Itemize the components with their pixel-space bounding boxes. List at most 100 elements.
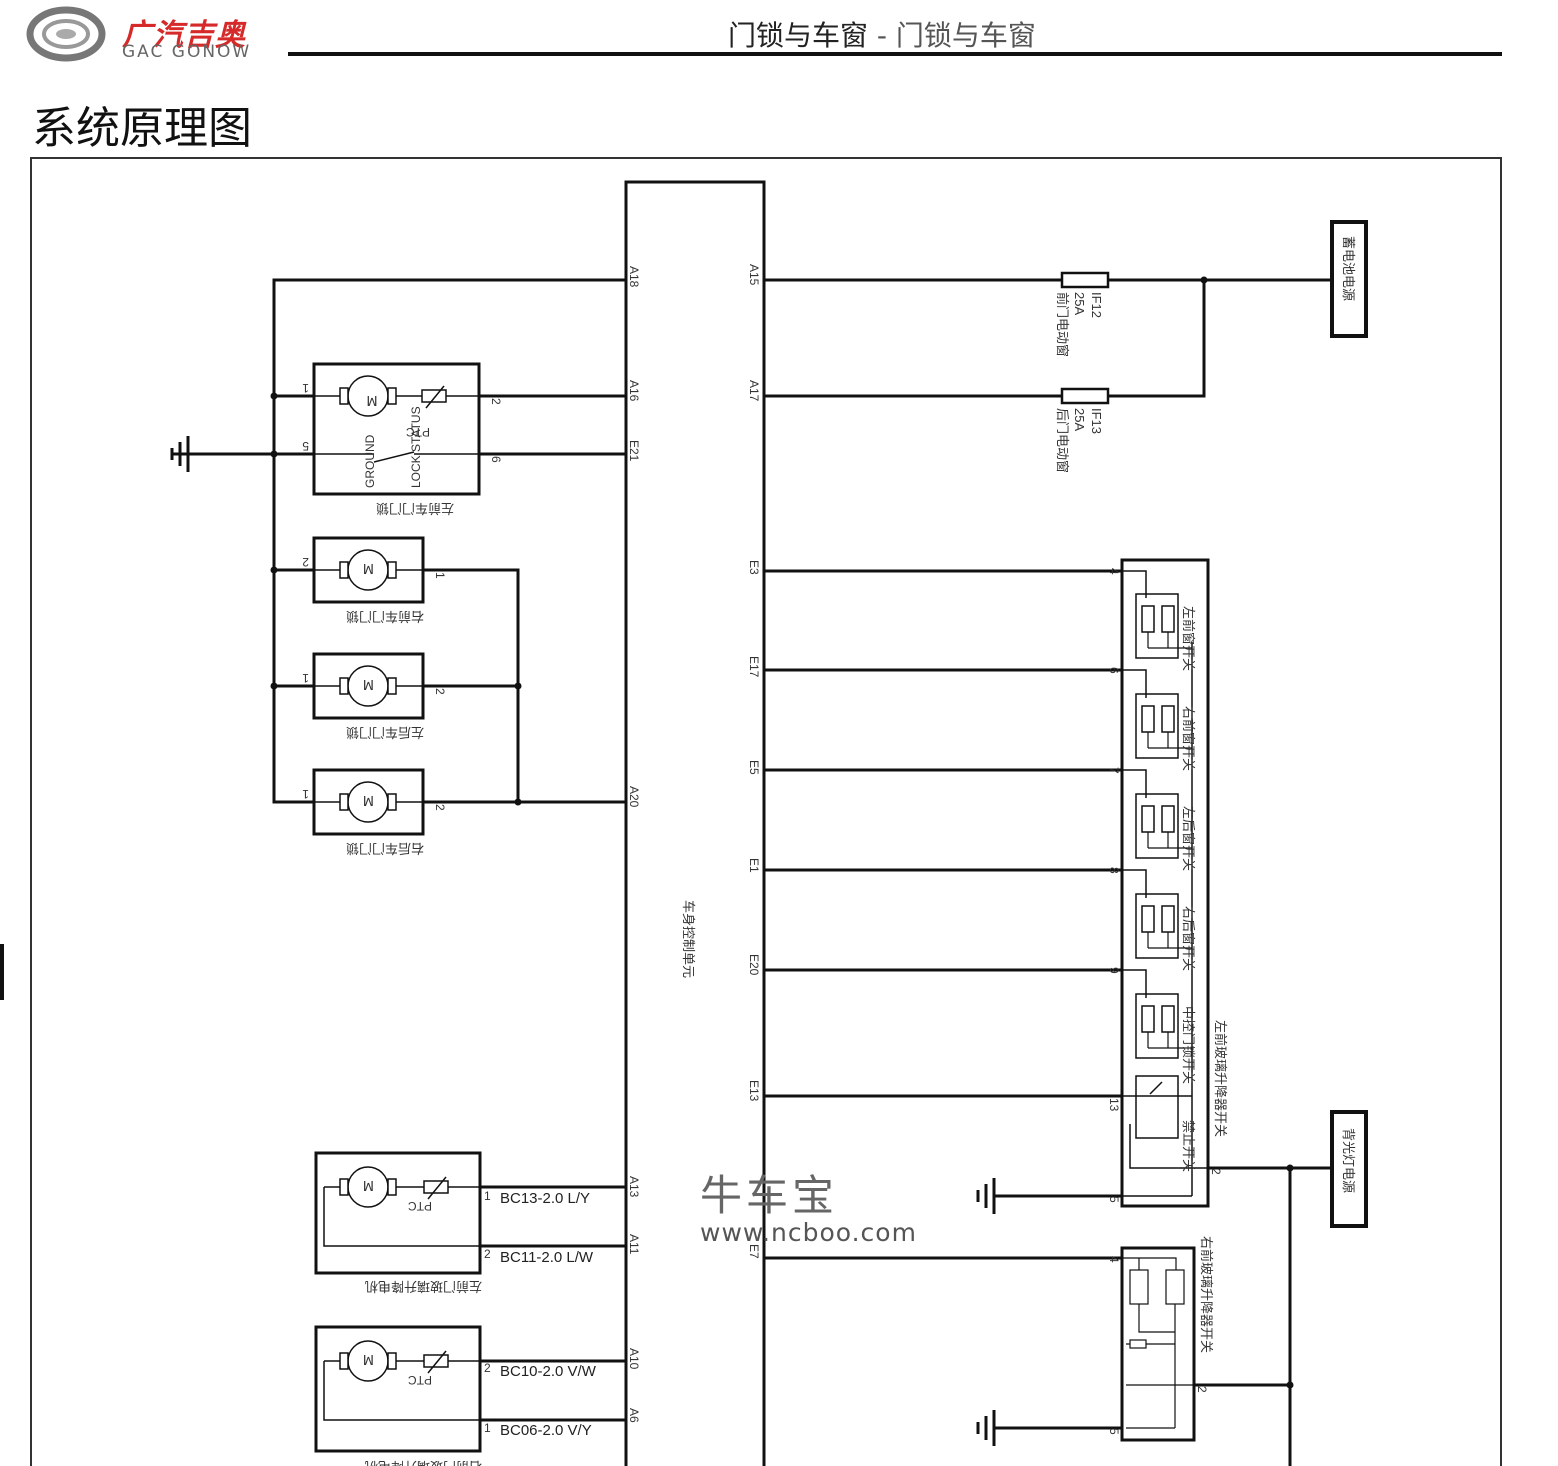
- right-window-switch: 4 2 5 右前玻璃升降器开关: [764, 1236, 1214, 1448]
- fuse-if13: IF13 25A 后门电动窗: [1054, 387, 1110, 473]
- watermark-url: www.ncboo.com: [700, 1218, 917, 1247]
- fuse-id: IF13: [1089, 408, 1104, 434]
- ground-icon: [976, 1176, 996, 1216]
- disable-switch-icon: [1135, 1075, 1179, 1139]
- component-label: 左前玻璃升降器开关: [1212, 1020, 1228, 1137]
- component-label: 左前门玻璃升降电机: [365, 1278, 482, 1294]
- ptc-label: PTC: [408, 1373, 432, 1387]
- brand-name-en: GAC GONOW: [122, 42, 252, 62]
- page-title: 系统原理图: [32, 103, 252, 154]
- bcm-pin-e5: E5: [747, 760, 761, 775]
- page-edge-marker: [0, 944, 4, 1000]
- motor-label: M: [363, 1351, 374, 1366]
- battery-power-source: 蓄电池电源: [1330, 220, 1368, 338]
- sub-switch-label: 左前窗开关: [1180, 606, 1196, 671]
- switch-label-ground: GROUND: [363, 434, 377, 488]
- motor-label: M: [366, 392, 377, 407]
- header-title-sub: 门锁与车窗: [895, 19, 1036, 52]
- bcm-pin-a20: A20: [627, 786, 641, 808]
- window-motor-left-front: M PTC 左前门玻璃升降电机: [314, 1151, 482, 1294]
- header-title-main: 门锁与车窗: [728, 19, 869, 52]
- pin-label: 13: [1107, 1098, 1121, 1112]
- bcm-pin-a11: A11: [627, 1234, 641, 1255]
- pin-label: 4: [1107, 568, 1121, 575]
- bcm-pin-a17: A17: [747, 380, 761, 402]
- bcm-box: [624, 180, 766, 1466]
- fuse-desc: 前门电动窗: [1054, 292, 1070, 357]
- wire-code-label: BC13-2.0 L/Y: [500, 1190, 590, 1207]
- component-label: 左前车门门锁: [376, 500, 454, 516]
- brand-name-cn: 广汽吉奥: [122, 18, 246, 53]
- bcm-pin-e7: E7: [747, 1244, 761, 1259]
- wire-code-label: BC06-2.0 V/Y: [500, 1422, 592, 1439]
- fuse-icon: [1060, 387, 1110, 405]
- component-label: 右前玻璃升降器开关: [1198, 1236, 1214, 1353]
- pin-label: 2: [489, 398, 503, 405]
- bcm-label: 车身控制单元: [680, 900, 696, 978]
- header-divider: [288, 52, 1502, 56]
- bcm-pin-a15: A15: [747, 264, 761, 286]
- motor-label: M: [363, 1177, 374, 1192]
- pin-label: 1: [484, 1421, 491, 1435]
- sub-switch-label: 左后窗开关: [1180, 806, 1196, 871]
- ptc-label: PTC: [406, 425, 430, 439]
- pin-label: 2: [302, 555, 309, 569]
- pin-label: 8: [1107, 867, 1121, 874]
- bcm-pin-e20: E20: [747, 954, 761, 976]
- door-lock-right-rear: M 1 2 右后车门门锁: [302, 768, 447, 856]
- fuse-desc: 后门电动窗: [1054, 408, 1070, 473]
- bcm-pin-a16: A16: [627, 380, 641, 402]
- bcm-pin-a13: A13: [627, 1176, 641, 1198]
- sub-switch-label: 中控门锁开关: [1180, 1006, 1196, 1084]
- window-motor-wires: [480, 1185, 626, 1422]
- bcm-pin-a18: A18: [627, 266, 641, 288]
- switch-label-lock-status: LOCK STATUS: [409, 406, 423, 488]
- pin-label: 2: [1195, 1386, 1209, 1393]
- switch-icon: [373, 451, 415, 463]
- watermark-cn: 牛车宝: [700, 1171, 839, 1220]
- pin-label: 2: [1209, 1168, 1223, 1175]
- window-motor-right-front: M PTC 右前门玻璃升降电机: [314, 1325, 482, 1466]
- bcm-pin-a6: A6: [627, 1408, 641, 1423]
- fuse-wires: [764, 278, 1332, 398]
- fuse-rating: 25A: [1072, 408, 1087, 431]
- wire-code-label: BC11-2.0 L/W: [500, 1249, 594, 1266]
- component-label: 右后车门门锁: [346, 840, 424, 856]
- fuse-id: IF12: [1089, 292, 1104, 318]
- backlight-power-source: 背光灯电源: [1330, 1110, 1368, 1228]
- pin-label: 6: [489, 456, 503, 463]
- pin-label: 4: [1107, 1256, 1121, 1263]
- sub-switch-label: 禁止开关: [1180, 1120, 1195, 1172]
- pin-label: 6: [1107, 667, 1121, 674]
- bcm-pin-e13: E13: [747, 1080, 761, 1102]
- pin-label: 1: [302, 671, 309, 685]
- motor-label: M: [363, 676, 374, 691]
- pin-label: 5: [1107, 1428, 1121, 1435]
- wire-code-label: BC10-2.0 V/W: [500, 1363, 597, 1380]
- fuse-rating: 25A: [1072, 292, 1087, 315]
- pin-label: 5: [1107, 1196, 1121, 1203]
- bcm-pin-e1: E1: [747, 858, 761, 873]
- component-label: 右前门玻璃升降电机: [365, 1458, 482, 1466]
- pin-label: 1: [302, 381, 309, 395]
- pin-label: 2: [433, 688, 447, 695]
- sub-switch-label: 右前窗开关: [1180, 706, 1196, 771]
- pin-label: 9: [1107, 967, 1121, 974]
- pin-label: 5: [302, 439, 309, 453]
- pin-label: 1: [302, 787, 309, 801]
- pin-label: 2: [484, 1247, 491, 1261]
- left-window-switch: 4 6 7 8 9 13 2 5 左前窗开关 右前窗开关 左后窗开关 右后窗开关…: [764, 558, 1332, 1216]
- component-label: 右前车门门锁: [346, 608, 424, 624]
- pin-label: 7: [1107, 767, 1121, 774]
- bcm-pin-e3: E3: [747, 560, 761, 575]
- power-source-label: 蓄电池电源: [1340, 236, 1355, 301]
- ptc-label: PTC: [408, 1199, 432, 1213]
- gac-emblem-icon: [26, 6, 106, 62]
- pin-label: 1: [484, 1189, 491, 1203]
- fuse-icon: [1060, 271, 1110, 289]
- diagram-frame: [30, 157, 1502, 1466]
- door-lock-left-rear: M 1 2 左后车门门锁: [302, 652, 447, 740]
- fuse-if12: IF12 25A 前门电动窗: [1054, 271, 1110, 357]
- header-title-separator: -: [868, 19, 896, 52]
